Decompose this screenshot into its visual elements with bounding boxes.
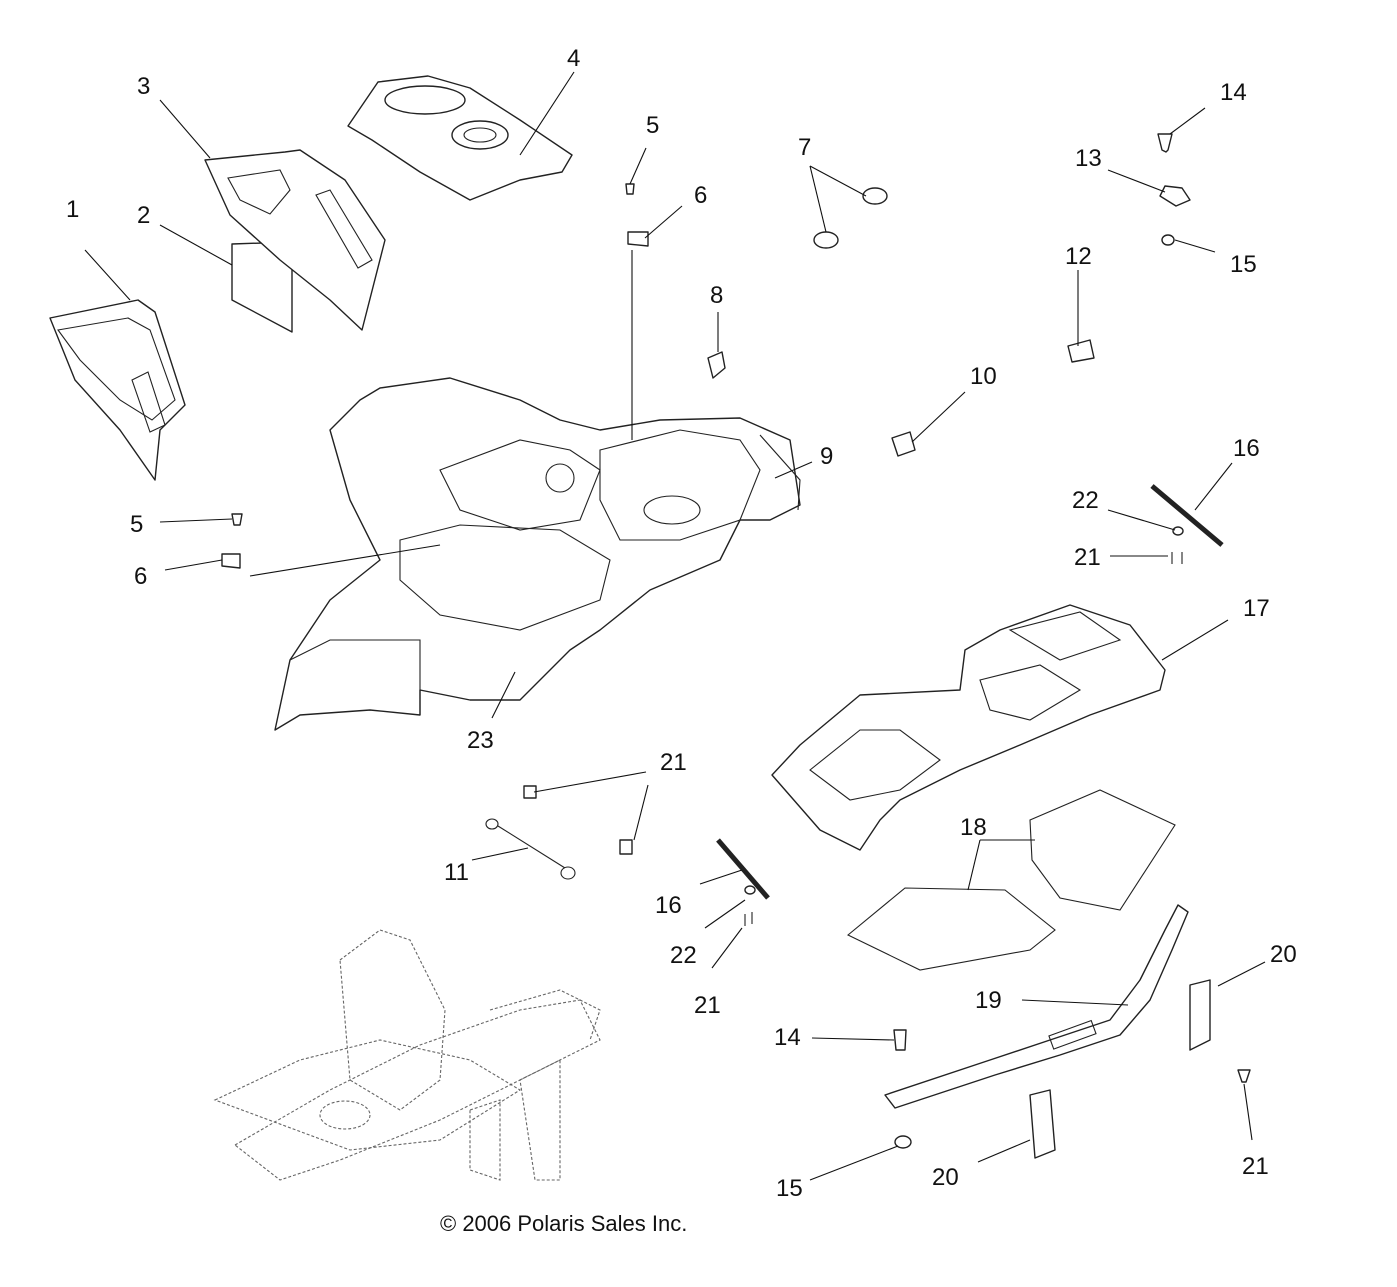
part-11-cable — [485, 818, 576, 880]
callout-17: 17 — [1243, 595, 1270, 622]
callout-15-top: 15 — [1230, 251, 1257, 278]
part-18-gaskets — [846, 789, 1176, 971]
part-1-left-side-panel — [49, 299, 186, 481]
callout-19: 19 — [975, 987, 1002, 1014]
part-7-plugs — [813, 187, 888, 249]
callout-labels: 1 2 3 4 5 6 7 8 9 10 11 12 13 14 14 15 1… — [66, 45, 1297, 1202]
part-15-nut-top — [1161, 234, 1175, 246]
part-8-push-rivet — [707, 351, 726, 379]
callout-10: 10 — [970, 363, 997, 390]
callout-15-bottom: 15 — [776, 1175, 803, 1202]
part-16-rods — [716, 484, 1224, 900]
callout-21-middle-top: 21 — [660, 749, 687, 776]
callout-5-top: 5 — [646, 112, 659, 139]
callout-8: 8 — [710, 282, 723, 309]
callout-20-right: 20 — [1270, 941, 1297, 968]
callout-23: 23 — [467, 727, 494, 754]
callout-3: 3 — [137, 73, 150, 100]
callout-16-bottom: 16 — [655, 892, 682, 919]
callout-20-bottom: 20 — [932, 1164, 959, 1191]
callout-18: 18 — [960, 814, 987, 841]
callout-22-right: 22 — [1072, 487, 1099, 514]
part-4-console-cover — [347, 75, 573, 201]
part-17-rear-rack — [771, 604, 1166, 851]
callout-7: 7 — [798, 134, 811, 161]
callout-6-left: 6 — [134, 563, 147, 590]
part-13-plate — [1159, 185, 1191, 207]
part-21-22-small-fasteners — [523, 526, 1251, 1083]
vehicle-frame-reference — [213, 929, 601, 1181]
part-15-nut-bottom — [894, 1135, 912, 1149]
callout-1: 1 — [66, 196, 79, 223]
part-12-latch — [1067, 339, 1095, 363]
callout-2: 2 — [137, 202, 150, 229]
part-14-screw-top — [1157, 133, 1173, 153]
part-19-rear-bumper — [884, 904, 1189, 1109]
part-20-brackets — [1029, 979, 1211, 1159]
callout-16-top: 16 — [1233, 435, 1260, 462]
callout-6-top: 6 — [694, 182, 707, 209]
callout-14-top: 14 — [1220, 79, 1247, 106]
part-14-screw-bottom — [893, 1029, 907, 1051]
callout-21-bottom-right: 21 — [1242, 1153, 1269, 1180]
leader-lines — [84, 71, 1266, 1181]
callout-5-left: 5 — [130, 511, 143, 538]
callout-22-bottom: 22 — [670, 942, 697, 969]
callout-14-bottom: 14 — [774, 1024, 801, 1051]
part-5-screws — [231, 183, 635, 526]
part-3-side-panel — [204, 149, 386, 331]
callout-21-right-upper: 21 — [1074, 544, 1101, 571]
part-6-clips — [221, 231, 649, 569]
callout-4: 4 — [567, 45, 580, 72]
callout-21-middle-bottom: 21 — [694, 992, 721, 1019]
part-10-latch — [891, 431, 916, 457]
callout-9: 9 — [820, 443, 833, 470]
callout-11: 11 — [444, 859, 469, 886]
part-9-rear-fender-body — [274, 377, 801, 731]
callout-13: 13 — [1075, 145, 1102, 172]
copyright-notice: © 2006 Polaris Sales Inc. — [440, 1211, 687, 1236]
callout-12: 12 — [1065, 243, 1092, 270]
